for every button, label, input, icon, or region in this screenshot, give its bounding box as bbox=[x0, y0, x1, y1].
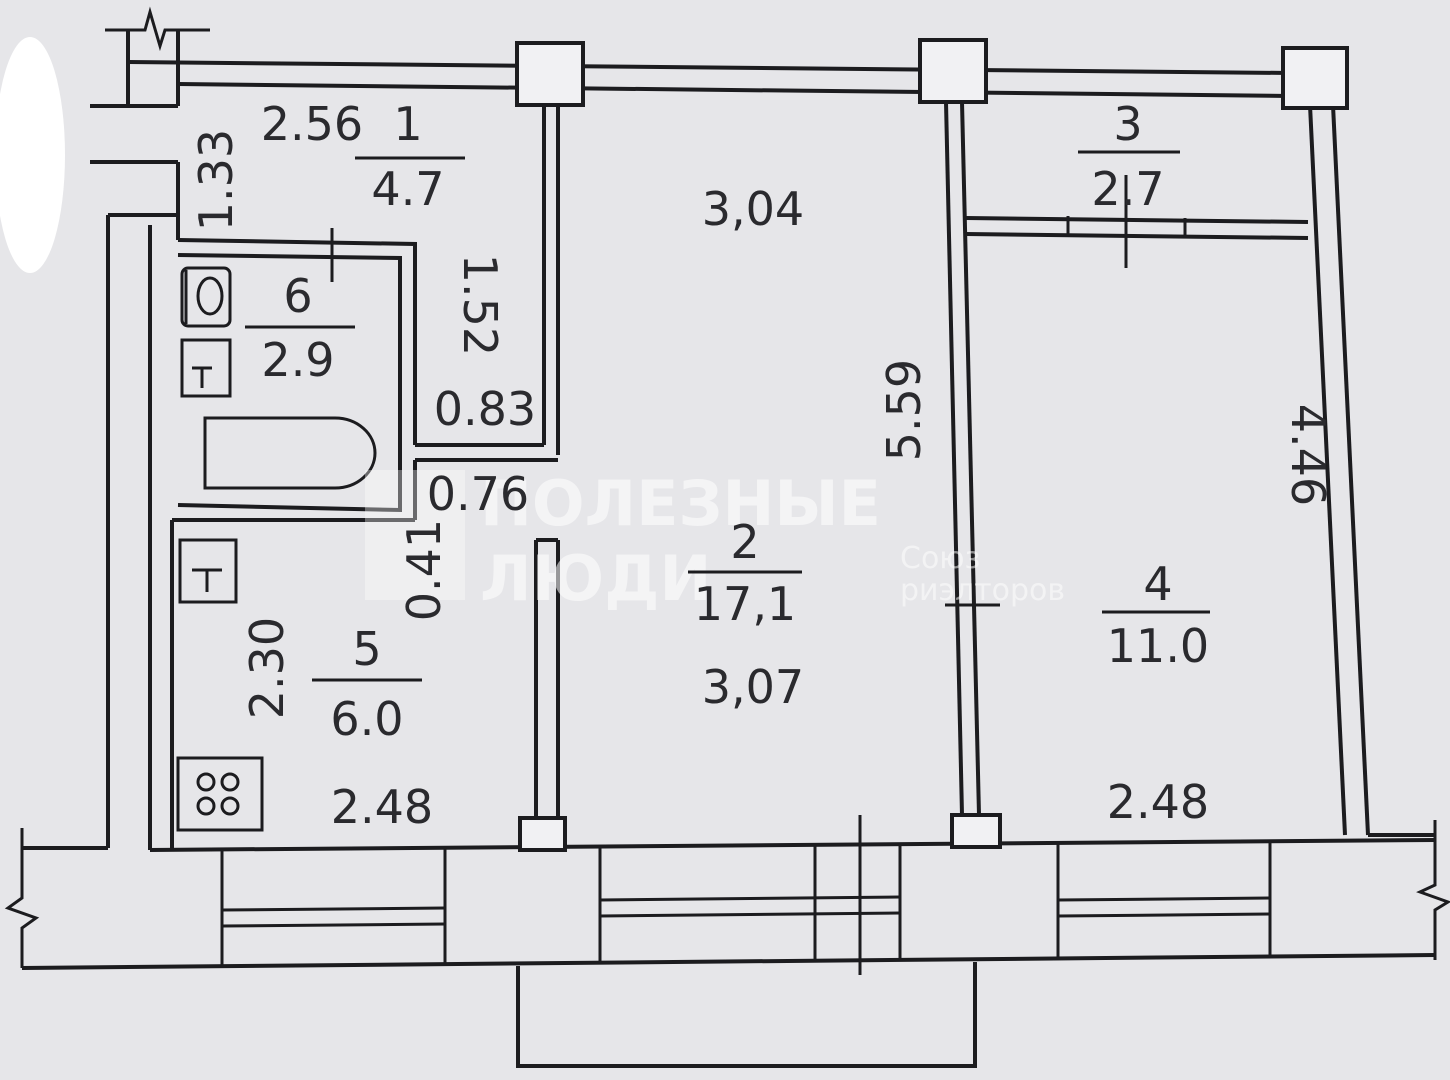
room-3-number: 3 bbox=[1113, 97, 1142, 151]
balcony bbox=[516, 962, 977, 1068]
room-2-number: 2 bbox=[730, 515, 759, 569]
toilet-icon bbox=[180, 266, 232, 328]
kitchen-sink-icon bbox=[178, 538, 238, 604]
room-1-area: 4.7 bbox=[371, 162, 444, 216]
columns bbox=[515, 38, 1349, 852]
dim-living-depth: 5.59 bbox=[877, 359, 931, 461]
dim-kitchen-depth: 2.30 bbox=[240, 617, 294, 719]
sink-icon bbox=[180, 338, 232, 398]
watermark-line2: ЛЮДИ bbox=[480, 542, 711, 615]
bathtub-icon bbox=[203, 416, 377, 490]
room-6-number: 6 bbox=[283, 269, 312, 323]
room-4-area: 11.0 bbox=[1107, 619, 1209, 673]
watermark-line1: ПОЛЕЗНЫЕ bbox=[480, 467, 881, 540]
dim-living-top-width: 3,04 bbox=[702, 182, 804, 236]
break-mark-left bbox=[4, 828, 40, 968]
dim-kitchen-width: 2.48 bbox=[331, 780, 433, 834]
room-5-area: 6.0 bbox=[330, 692, 403, 746]
dim-bedroom-width: 2.48 bbox=[1107, 775, 1209, 829]
room-labels: 1 4.7 6 2.9 3 2.7 2 17,1 4 11.0 5 6.0 bbox=[245, 97, 1210, 746]
room-3-area: 2.7 bbox=[1091, 162, 1164, 216]
break-mark-top bbox=[105, 6, 210, 52]
dim-passage-width: 0.76 bbox=[427, 467, 529, 521]
dimension-labels: 2.56 1.33 1.52 0.83 0.76 0.41 2.30 2.48 … bbox=[189, 97, 1335, 834]
dim-passage-depth: 0.41 bbox=[397, 519, 451, 621]
room-6-area: 2.9 bbox=[261, 333, 334, 387]
watermark-line3: Союз bbox=[900, 541, 981, 576]
dim-living-bottom-width: 3,07 bbox=[702, 660, 804, 714]
room-4-number: 4 bbox=[1143, 557, 1172, 611]
watermark: ПОЛЕЗНЫЕ ЛЮДИ Союз риэлторов bbox=[365, 467, 1065, 615]
dim-hall-depth: 1.33 bbox=[189, 129, 243, 231]
room-1-number: 1 bbox=[393, 97, 422, 151]
stove-icon bbox=[176, 756, 264, 832]
dim-niche-width: 0.83 bbox=[434, 382, 536, 436]
plumbing-fixtures bbox=[176, 266, 377, 832]
room-5-number: 5 bbox=[352, 622, 381, 676]
dim-hall-width: 2.56 bbox=[261, 97, 363, 151]
break-mark-right bbox=[1416, 820, 1450, 960]
interior-walls bbox=[90, 101, 1309, 850]
dim-bath-depth: 1.52 bbox=[453, 254, 507, 356]
windows bbox=[220, 815, 1272, 975]
white-sticker bbox=[0, 37, 65, 273]
dim-bedroom-depth: 4.46 bbox=[1281, 404, 1335, 506]
watermark-line4: риэлторов bbox=[900, 573, 1065, 608]
room-2-area: 17,1 bbox=[694, 577, 796, 631]
